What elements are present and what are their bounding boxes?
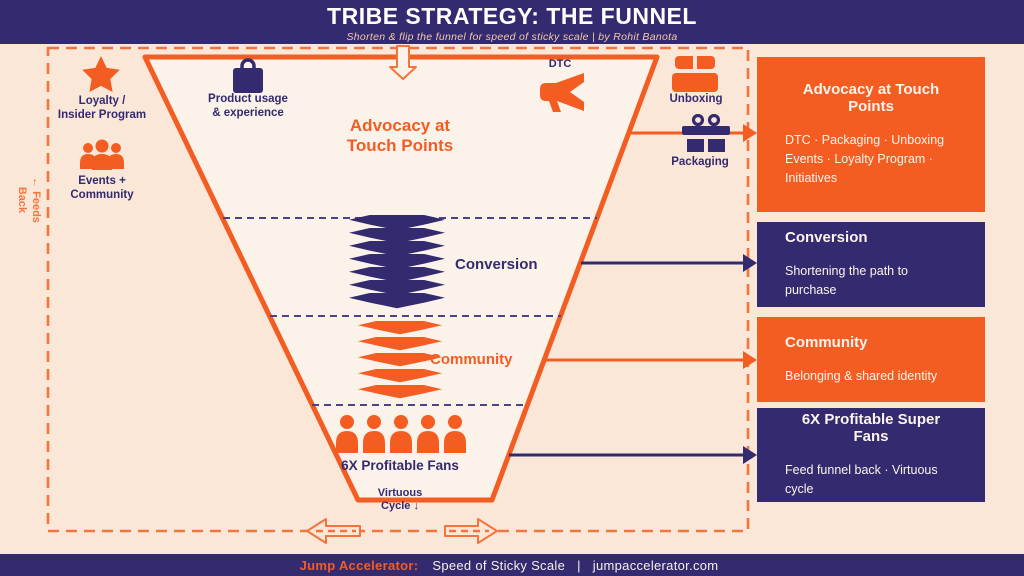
star-icon [82, 56, 120, 92]
connector-arrow-community [544, 351, 757, 369]
unboxing-box-icon [672, 56, 718, 92]
panel-superfans-title: 6X Profitable Super Fans [801, 411, 941, 446]
panel-conversion: Conversion Shortening the path to purcha… [757, 222, 985, 307]
footer-separator: | [577, 557, 581, 573]
panel-advocacy: Advocacy at Touch Points DTC · Packaging… [757, 57, 985, 212]
feedback-arrow-left [306, 518, 361, 544]
packaging-label: Packaging [671, 156, 729, 168]
connector-arrow-fans [509, 446, 757, 464]
gift-icon [682, 113, 730, 154]
feeds-back-label: ← Feeds Back [15, 177, 42, 223]
panel-community-body: Belonging & shared identity [785, 368, 938, 383]
community-users-icon [79, 137, 125, 171]
fans-people-icons [336, 415, 466, 453]
fans-funnel-label: 6X Profitable Fans [341, 458, 459, 473]
connector-arrow-conversion [581, 254, 757, 272]
community-funnel-label: Community [430, 351, 513, 368]
loyalty-program-label: Loyalty / Insider Program [57, 95, 147, 122]
header-bar: TRIBE STRATEGY: THE FUNNEL Shorten & fli… [0, 0, 1024, 44]
panel-community: Community Belonging & shared identity [757, 317, 985, 402]
virtuous-cycle-label: Virtuous Cycle ↓ [377, 487, 423, 513]
footer-tagline: Speed of Sticky Scale [432, 557, 566, 573]
conversion-funnel-label: Conversion [455, 256, 538, 273]
funnel-inflow-arrow [389, 45, 417, 80]
unboxing-label: Unboxing [669, 93, 723, 105]
megaphone-icon [538, 72, 590, 112]
shopping-bag-icon [233, 58, 263, 94]
panel-superfans: 6X Profitable Super Fans Feed funnel bac… [757, 408, 985, 502]
events-community-label: Events + Community [70, 175, 134, 202]
product-usage-label: Product usage & experience [208, 93, 288, 120]
panel-conversion-body: Shortening the path to purchase [785, 264, 909, 297]
page-title: TRIBE STRATEGY: THE FUNNEL [327, 3, 697, 29]
panel-superfans-body: Feed funnel back · Virtuous cycle [785, 463, 938, 496]
panel-community-title: Community [785, 333, 868, 351]
footer-site: jumpaccelerator.com [592, 557, 719, 573]
panel-advocacy-body: DTC · Packaging · Unboxing Events · Loya… [785, 133, 945, 185]
feedback-arrow-right [444, 518, 498, 544]
dtc-label: DTC [548, 58, 572, 70]
panel-advocacy-title: Advocacy at Touch Points [802, 81, 940, 116]
footer-brand: Jump Accelerator: [299, 557, 419, 573]
panel-conversion-title: Conversion [785, 229, 868, 247]
advocacy-funnel-label: Advocacy at Touch Points [346, 116, 454, 156]
footer-bar: Jump Accelerator: Speed of Sticky Scale … [0, 554, 1024, 576]
page-subtitle: Shorten & flip the funnel for speed of s… [346, 31, 678, 43]
